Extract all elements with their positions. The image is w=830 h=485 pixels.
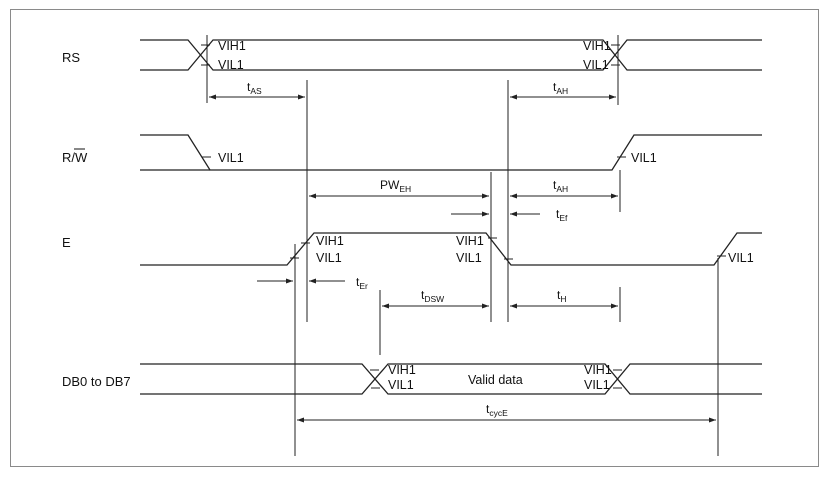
reference-lines	[206, 35, 719, 456]
signal-label-e: E	[62, 235, 71, 250]
rs-vih1-left: VIH1	[218, 39, 246, 53]
rs-vil1-left: VIL1	[218, 58, 244, 72]
timing-label-tas: tAS	[247, 80, 262, 96]
timing-label-tdsw: tDSW	[421, 288, 444, 304]
e-vih1-fall: VIH1	[456, 234, 484, 248]
timing-label-tef: tEf	[556, 207, 568, 223]
e-vih1-rise: VIH1	[316, 234, 344, 248]
rw-waveform	[140, 134, 762, 171]
signal-label-rw: R/W	[62, 150, 88, 165]
e-vil1-next: VIL1	[728, 251, 754, 265]
rs-vil1-right: VIL1	[583, 58, 609, 72]
signal-label-db: DB0 to DB7	[62, 374, 131, 389]
db-vih1-right: VIH1	[584, 363, 612, 377]
e-vil1-rise: VIL1	[316, 251, 342, 265]
e-waveform	[140, 232, 762, 266]
timing-arrows	[209, 94, 716, 423]
timing-label-pweh: PWEH	[380, 178, 411, 194]
timing-label-tah-rs: tAH	[553, 80, 568, 96]
valid-data-label: Valid data	[468, 373, 523, 387]
db-vil1-right: VIL1	[584, 378, 610, 392]
db-waveform	[140, 363, 762, 395]
signal-label-rs: RS	[62, 50, 80, 65]
timing-label-th: tH	[557, 288, 566, 304]
rw-vil1-right: VIL1	[631, 151, 657, 165]
db-vil1-left: VIL1	[388, 378, 414, 392]
timing-label-ter: tEr	[356, 275, 368, 291]
rw-vil1-left: VIL1	[218, 151, 244, 165]
rs-vih1-right: VIH1	[583, 39, 611, 53]
db-vih1-left: VIH1	[388, 363, 416, 377]
timing-label-tcyce: tcycE	[486, 402, 508, 418]
e-vil1-fall: VIL1	[456, 251, 482, 265]
rs-waveform	[140, 39, 762, 71]
diagram-frame	[10, 9, 819, 467]
timing-label-tah-rw: tAH	[553, 178, 568, 194]
